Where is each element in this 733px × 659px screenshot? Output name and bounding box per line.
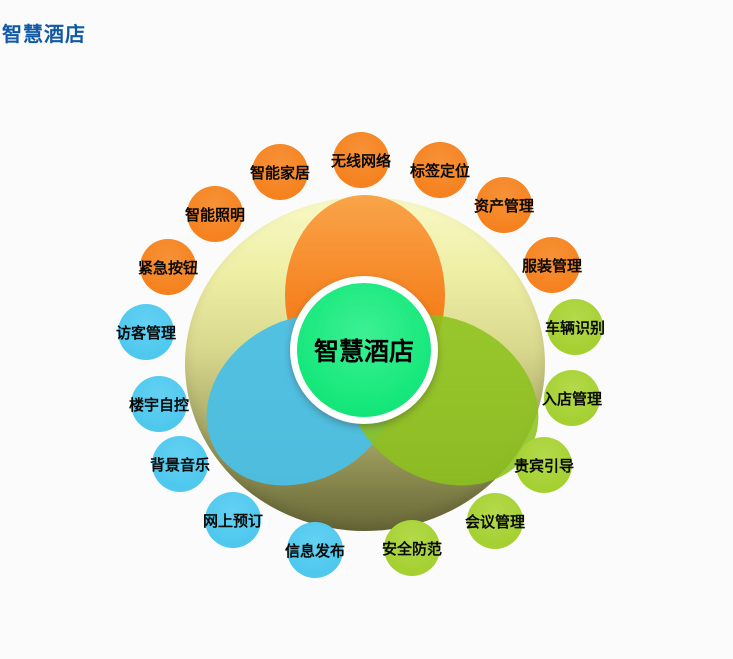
node-uniform-management: 服装管理 <box>522 237 583 293</box>
node-label-online-booking: 网上预订 <box>203 512 264 530</box>
node-label-vip-guidance: 贵宾引导 <box>514 457 575 475</box>
node-label-emergency-button: 紧急按钮 <box>138 259 199 277</box>
page-title: 智慧酒店 <box>2 24 86 46</box>
node-label-wireless-network: 无线网络 <box>331 152 392 170</box>
node-tag-positioning: 标签定位 <box>410 142 471 198</box>
node-vip-guidance: 贵宾引导 <box>514 437 575 493</box>
center-circle-face: 智慧酒店 <box>297 283 431 417</box>
node-check-in-management: 入店管理 <box>542 370 603 426</box>
node-label-background-music: 背景音乐 <box>150 456 211 474</box>
node-asset-management: 资产管理 <box>474 177 535 233</box>
center-circle: 智慧酒店 <box>290 276 438 424</box>
node-label-meeting-management: 会议管理 <box>465 513 526 531</box>
node-label-uniform-management: 服装管理 <box>522 257 583 275</box>
node-building-automation: 楼宇自控 <box>129 376 190 432</box>
node-label-visitor-management: 访客管理 <box>116 324 177 342</box>
node-visitor-management: 访客管理 <box>116 304 177 360</box>
node-wireless-network: 无线网络 <box>331 132 392 188</box>
node-vehicle-recognition: 车辆识别 <box>545 299 606 355</box>
node-label-building-automation: 楼宇自控 <box>129 396 190 414</box>
node-label-vehicle-recognition: 车辆识别 <box>545 319 606 337</box>
node-label-smart-lighting: 智能照明 <box>185 206 246 224</box>
node-label-security-protection: 安全防范 <box>382 540 443 558</box>
node-label-asset-management: 资产管理 <box>474 197 535 215</box>
node-label-smart-home: 智能家居 <box>250 164 311 182</box>
node-smart-lighting: 智能照明 <box>185 186 246 242</box>
node-security-protection: 安全防范 <box>382 520 443 576</box>
node-label-info-publishing: 信息发布 <box>285 542 346 560</box>
node-info-publishing: 信息发布 <box>285 522 346 578</box>
node-label-check-in-management: 入店管理 <box>542 390 603 408</box>
node-emergency-button: 紧急按钮 <box>138 239 199 295</box>
node-smart-home: 智能家居 <box>250 144 311 200</box>
node-online-booking: 网上预订 <box>203 492 264 548</box>
center-label: 智慧酒店 <box>313 338 414 366</box>
node-meeting-management: 会议管理 <box>465 493 526 549</box>
node-background-music: 背景音乐 <box>150 436 211 492</box>
node-label-tag-positioning: 标签定位 <box>410 162 471 180</box>
